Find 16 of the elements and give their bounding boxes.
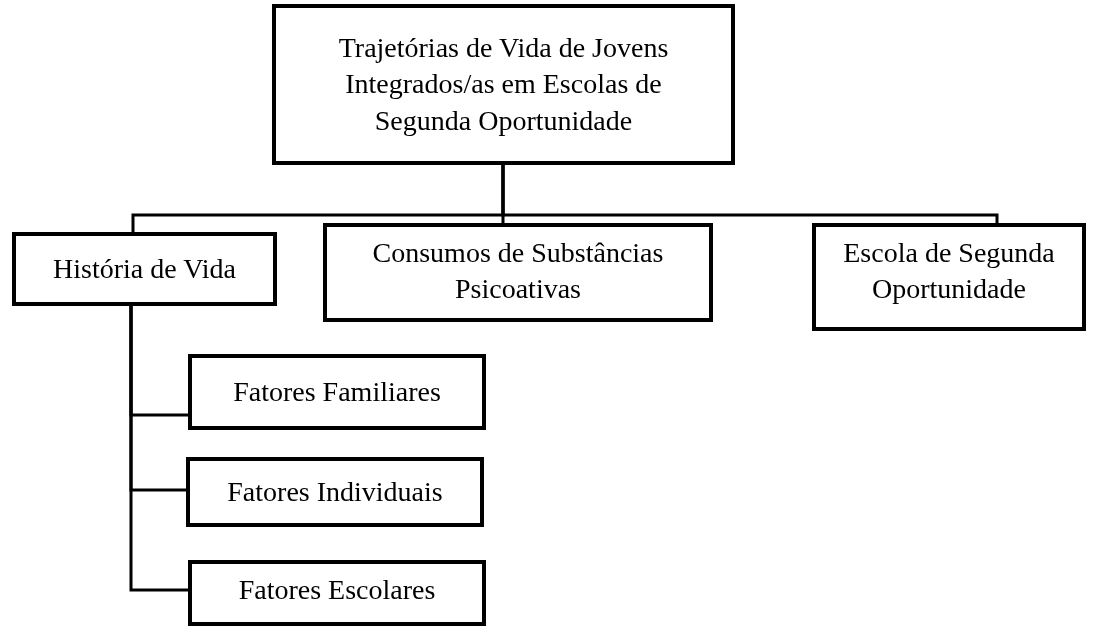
box-label: Fatores Escolares [238, 573, 436, 607]
text-box [272, 4, 735, 165]
box-label: Escola de Segunda Oportunidade [842, 236, 1056, 307]
box-label: História de Vida [53, 251, 236, 286]
box-label: Fatores Familiares [233, 374, 441, 409]
text-box [12, 232, 277, 306]
box-label: Trajetórias de Vida de Jovens Integrados/as em Escolas de Segunda Oportunidade [337, 30, 670, 138]
text-box [323, 223, 713, 322]
connector-line [129, 306, 188, 592]
text-box [188, 354, 486, 430]
text-box [186, 457, 484, 527]
text-box [188, 560, 486, 626]
connector-line [501, 165, 999, 223]
text-box [812, 223, 1086, 331]
box-label: Consumos de Substâncias Psicoativas [371, 236, 665, 307]
box-label: Fatores Individuais [227, 474, 443, 509]
